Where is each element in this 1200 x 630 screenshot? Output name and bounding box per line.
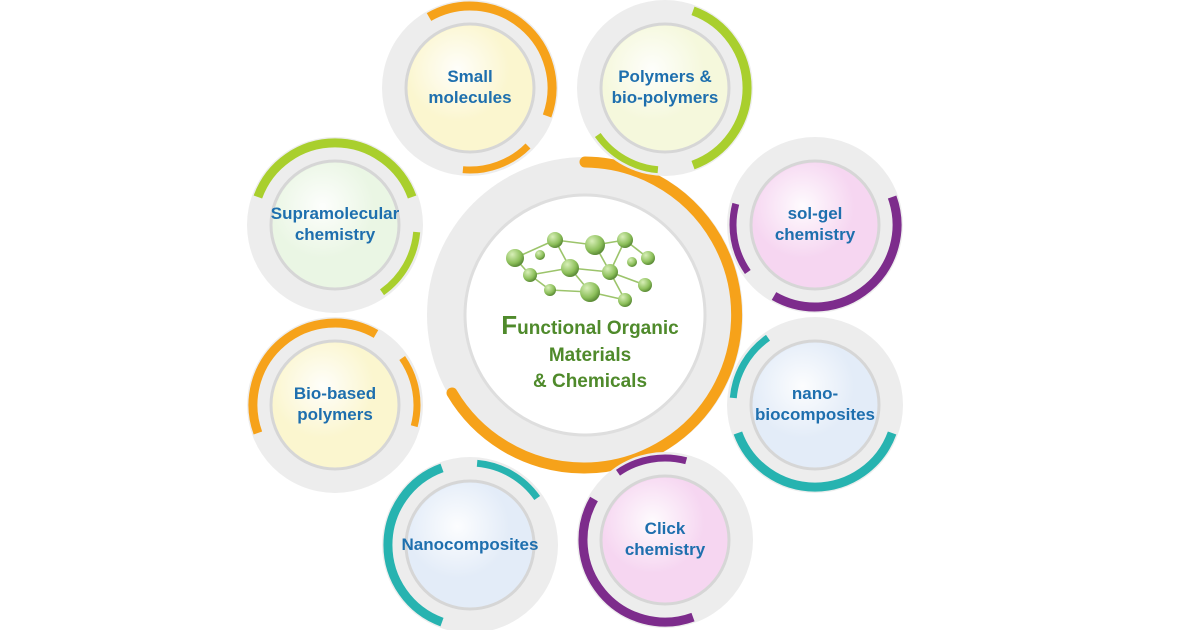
- node-accent-arc: [383, 463, 444, 627]
- node-accent-arc: [733, 431, 897, 492]
- node-gloss: [753, 163, 877, 287]
- center-hub: [427, 156, 743, 474]
- node-gloss: [273, 343, 397, 467]
- molecule-atoms: [506, 232, 655, 307]
- node-gloss: [408, 483, 532, 607]
- node-accent-arc: [253, 138, 417, 199]
- node-circle-4: [577, 452, 753, 628]
- node-accent-arc: [476, 459, 541, 501]
- node-accent-arc: [594, 132, 659, 174]
- center-title-line2: Materials: [548, 345, 632, 367]
- node-circle-7: [247, 137, 423, 313]
- node-accent-arc: [771, 195, 902, 312]
- node-accent-arc: [578, 496, 695, 627]
- node-circle-1: [577, 0, 753, 176]
- node-circle-0: [382, 0, 558, 176]
- center-title-rest: unctional Organic: [517, 318, 679, 339]
- center-accent-arc: [446, 156, 743, 474]
- node-gloss: [408, 26, 532, 150]
- node-gloss: [603, 478, 727, 602]
- node-accent-arc: [462, 143, 531, 174]
- node-accent-arc: [379, 231, 421, 296]
- node-accent-arc: [426, 1, 557, 118]
- node-gloss: [753, 343, 877, 467]
- center-title-first-letter: F: [501, 310, 518, 340]
- node-gloss: [603, 26, 727, 150]
- center-title: Functional Organic Materials & Chemicals: [440, 308, 740, 394]
- node-circles: [247, 0, 903, 630]
- center-title-line3: & Chemicals: [532, 370, 648, 392]
- node-accent-arc: [615, 454, 688, 476]
- node-accent-arc: [729, 334, 771, 399]
- node-accent-arc: [729, 202, 751, 275]
- node-circle-2: [727, 137, 903, 313]
- node-circle-3: [727, 317, 903, 493]
- node-circle-6: [247, 317, 423, 493]
- node-circle-5: [382, 457, 558, 630]
- center-title-line1: Functional Organic: [440, 308, 740, 343]
- node-gloss: [273, 163, 397, 287]
- node-accent-arc: [399, 355, 421, 428]
- node-accent-arc: [248, 318, 379, 435]
- node-accent-arc: [691, 6, 752, 170]
